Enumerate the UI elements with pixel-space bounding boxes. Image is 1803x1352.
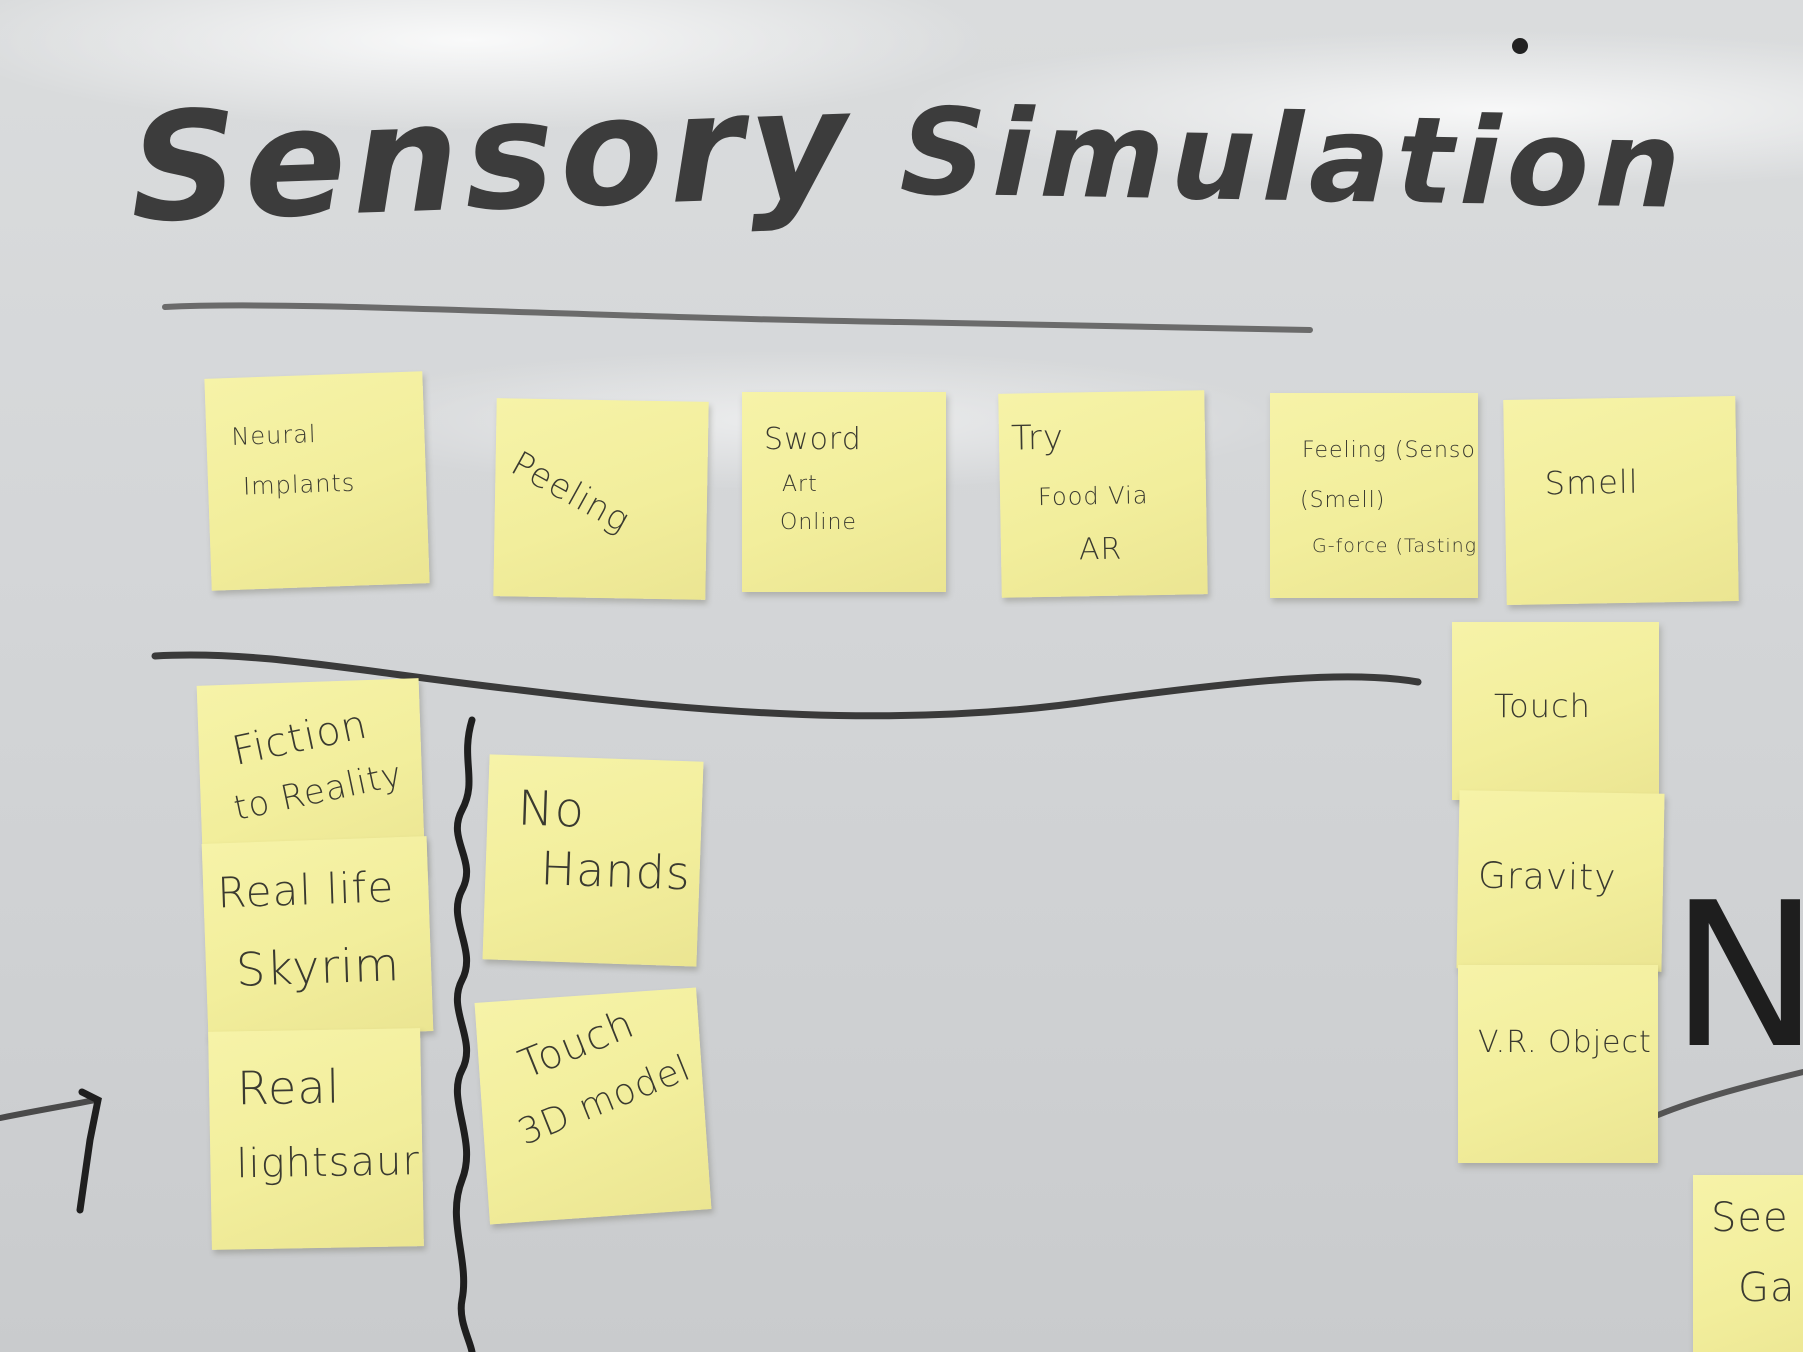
- partial-big-letters: No: [1670, 860, 1803, 1093]
- note-smell: Smell: [1503, 395, 1739, 606]
- note-line: Real life: [216, 862, 395, 918]
- note-line: lightsaurs: [236, 1137, 424, 1188]
- note-line: Peeling: [504, 443, 637, 542]
- note-real-lightsaurs: Real lightsaurs: [208, 1028, 424, 1250]
- note-line: Sword: [764, 422, 862, 457]
- note-line: See: [1711, 1195, 1789, 1241]
- note-line: Skyrim: [235, 937, 401, 997]
- note-line: Touch: [1494, 687, 1591, 725]
- note-partial-corner: See Ga: [1693, 1175, 1803, 1352]
- note-line: Neural: [230, 419, 318, 451]
- note-feeling-smell-gforce: Feeling (Sensor) (Smell) G-force (Tastin…: [1270, 393, 1478, 598]
- note-line: (Smell): [1300, 488, 1386, 513]
- note-touch: Touch: [1452, 622, 1659, 800]
- note-line: Online: [780, 510, 857, 535]
- note-line: G-force (Tasting): [1312, 535, 1478, 557]
- note-no-hands: No Hands: [482, 754, 704, 967]
- note-peeling: Peeling: [493, 398, 709, 600]
- note-sword-art-online: Sword Art Online: [742, 392, 946, 592]
- note-line: AR: [1078, 531, 1123, 568]
- note-line: Smell: [1544, 462, 1639, 503]
- note-line: V.R. Object: [1478, 1025, 1652, 1060]
- note-touch-3d-model: Touch 3D model: [474, 987, 712, 1225]
- note-vr-object: V.R. Object: [1458, 965, 1658, 1163]
- note-real-life-skyrim: Real life Skyrim: [201, 836, 434, 1039]
- top-divider-line: [162, 302, 1313, 333]
- title-word-sensory: Sensory: [127, 57, 856, 257]
- note-line: Hands: [539, 841, 692, 901]
- note-line: Ga: [1738, 1265, 1796, 1311]
- magnet-dot: [1512, 38, 1528, 54]
- note-line: Feeling (Sensor): [1302, 438, 1478, 463]
- note-gravity: Gravity: [1456, 790, 1665, 972]
- note-line: Real: [236, 1059, 341, 1116]
- note-line: Art: [782, 472, 818, 497]
- note-neural-implants: Neural Implants: [204, 371, 430, 591]
- note-line: Implants: [242, 468, 356, 501]
- note-line: Try: [1010, 417, 1065, 459]
- left-arrow-head: [76, 1088, 102, 1214]
- note-line: Gravity: [1477, 855, 1617, 899]
- note-line: Food Via: [1037, 481, 1149, 512]
- note-line: No: [516, 780, 586, 839]
- title-word-simulation: Simulation: [898, 83, 1688, 236]
- left-arrow-line: [0, 1097, 98, 1121]
- wavy-vertical-line: [452, 716, 476, 1352]
- note-try-food-via-ar: Try Food Via AR: [998, 390, 1208, 598]
